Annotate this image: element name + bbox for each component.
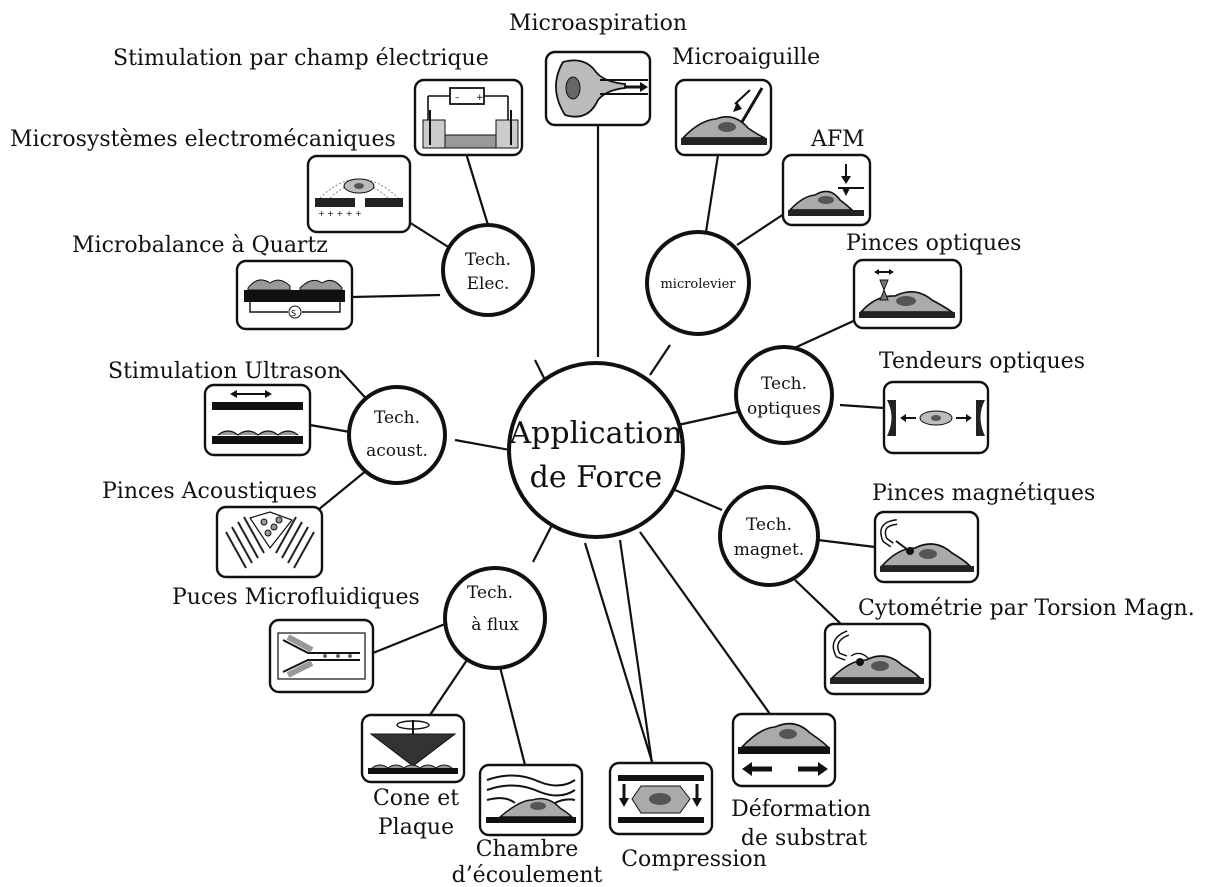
svg-text:+ + + + +: + + + + + [318, 209, 362, 218]
edge-center-deformation [639, 531, 771, 715]
box-microaspiration [544, 50, 652, 127]
box-compression [608, 761, 714, 836]
label-pinces-acoustiques: Pinces Acoustiques [102, 479, 317, 504]
label-cone-line2: Plaque [378, 815, 454, 840]
box-ultrason [203, 383, 312, 457]
edge-optic-tendeurs [839, 403, 885, 410]
category-flux: Tech. à flux [443, 566, 547, 670]
label-chambre-line1: Chambre [476, 837, 579, 862]
category-elec: Tech. Elec. [441, 223, 535, 317]
edge-flux-chambre [498, 666, 527, 766]
label-cytometrie: Cytométrie par Torsion Magn. [858, 596, 1195, 621]
edge-magnet-pinces [817, 538, 876, 549]
edge-center-compression-2 [618, 539, 654, 764]
label-chambre-line2: d’écoulement [452, 863, 603, 887]
box-puces-microfluidiques [268, 618, 375, 694]
category-magnet-line2: magnet. [734, 540, 804, 560]
edge-optic-pinces [789, 316, 861, 352]
category-flux-line1: Tech. [467, 583, 513, 603]
svg-text:–: – [455, 93, 460, 103]
label-pinces-optiques: Pinces optiques [846, 231, 1021, 256]
category-elec-line2: Elec. [467, 274, 510, 294]
box-chambre [478, 763, 584, 837]
svg-text:S: S [291, 309, 296, 318]
edge-center-flux [532, 524, 553, 563]
category-optic: Tech. optiques [734, 345, 834, 445]
box-pinces-magnetiques [873, 510, 980, 584]
label-qcm: Microbalance à Quartz [72, 233, 328, 258]
label-deformation-line2: de substrat [741, 826, 867, 851]
label-puces-microfluidiques: Puces Microfluidiques [172, 585, 420, 610]
category-acoust: Tech. acoust. [347, 385, 447, 485]
center-line1: Application [509, 416, 683, 451]
edge-center-acoust [454, 438, 511, 452]
category-flux-line2: à flux [471, 615, 519, 635]
label-ultrason: Stimulation Ultrason [108, 359, 341, 384]
label-pinces-magnetiques: Pinces magnétiques [872, 481, 1095, 506]
connector-lines [309, 125, 885, 766]
svg-text:+: + [476, 93, 484, 103]
box-pinces-optiques [852, 258, 963, 330]
edge-magnet-cytometrie [794, 579, 843, 626]
edge-acoust-ultrason-2 [309, 423, 351, 434]
category-optic-line2: optiques [747, 399, 821, 419]
box-deformation [731, 712, 837, 788]
label-microaiguille: Microaiguille [672, 45, 820, 70]
label-cone-line1: Cone et [373, 786, 459, 811]
box-afm [781, 153, 872, 227]
category-lever-label: microlevier [660, 277, 736, 292]
edge-acoust-pinces [317, 469, 368, 511]
label-compression: Compression [621, 847, 767, 872]
edge-elec-qcm [351, 293, 441, 299]
box-cytometrie [823, 622, 932, 696]
box-microaiguille [674, 78, 773, 157]
category-magnet: Tech. magnet. [718, 485, 820, 587]
box-mems: + + + + + [306, 154, 412, 234]
box-pinces-acoustiques [215, 505, 324, 579]
label-tendeurs-optiques: Tendeurs optiques [879, 349, 1085, 374]
category-magnet-line1: Tech. [746, 515, 792, 535]
category-optic-line1: Tech. [761, 374, 807, 394]
method-labels: Microaspiration Stimulation par champ él… [10, 11, 1195, 887]
box-qcm: S [235, 259, 354, 331]
edge-center-lever [649, 344, 671, 376]
label-mems: Microsystèmes electromécaniques [10, 127, 396, 152]
center-line2: de Force [530, 460, 663, 495]
edge-elec-stim [463, 149, 490, 226]
category-elec-line1: Tech. [465, 250, 511, 270]
box-stim-elec: – + [413, 78, 524, 157]
label-deformation-line1: Déformation [731, 797, 871, 822]
category-acoust-line1: Tech. [374, 408, 420, 428]
edge-center-magnet [674, 488, 723, 512]
box-tendeurs-optiques [882, 380, 990, 455]
label-stim-elec: Stimulation par champ électrique [113, 46, 489, 71]
edge-flux-puces [372, 620, 451, 655]
category-acoust-line2: acoust. [366, 441, 428, 461]
label-microaspiration: Microaspiration [509, 11, 687, 36]
center-hub: Application de Force [507, 361, 685, 539]
edge-flux-cone [429, 659, 468, 716]
category-lever: microlevier [645, 230, 751, 336]
edge-lever-microaiguille [704, 154, 720, 233]
box-cone-plaque [360, 713, 466, 784]
edge-center-compression [583, 542, 655, 766]
label-afm: AFM [810, 127, 865, 152]
edge-lever-afm [736, 209, 791, 246]
edge-center-optic [677, 410, 738, 427]
edge-center-elec [534, 359, 546, 381]
